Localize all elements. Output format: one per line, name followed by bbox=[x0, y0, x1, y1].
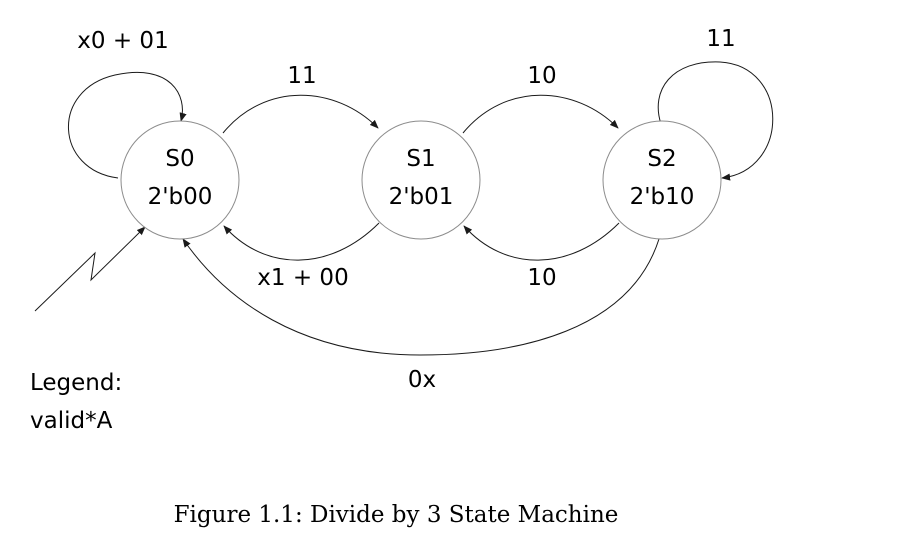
edge-s2-self bbox=[657, 61, 774, 181]
state-s0-name: S0 bbox=[165, 146, 194, 172]
label-s2-to-s1: 10 bbox=[527, 265, 556, 291]
state-s2: S2 2'b10 bbox=[602, 120, 722, 240]
figure-caption: Figure 1.1: Divide by 3 State Machine bbox=[174, 502, 619, 528]
state-s1: S1 2'b01 bbox=[361, 120, 481, 240]
label-s1-to-s2: 10 bbox=[527, 63, 556, 89]
legend-text: valid*A bbox=[30, 408, 113, 434]
edge-s1-to-s2 bbox=[462, 94, 619, 134]
label-s1-to-s0: x1 + 00 bbox=[257, 265, 348, 291]
state-s0: S0 2'b00 bbox=[120, 120, 240, 240]
label-s2-self: 11 bbox=[706, 26, 735, 52]
edge-s1-to-s0 bbox=[223, 222, 380, 261]
state-s1-code: 2'b01 bbox=[389, 184, 454, 210]
legend-title: Legend: bbox=[30, 370, 122, 396]
label-s0-self: x0 + 01 bbox=[77, 28, 168, 54]
state-s2-name: S2 bbox=[647, 146, 676, 172]
label-s2-to-s0: 0x bbox=[408, 367, 436, 393]
edge-s2-to-s0 bbox=[182, 238, 660, 356]
edge-s0-self bbox=[68, 72, 187, 179]
state-s1-name: S1 bbox=[406, 146, 435, 172]
edge-s0-to-s1 bbox=[222, 94, 379, 134]
reset-arrow bbox=[34, 226, 146, 312]
edge-s2-to-s1 bbox=[463, 222, 620, 261]
state-s0-code: 2'b00 bbox=[148, 184, 213, 210]
state-s2-code: 2'b10 bbox=[630, 184, 695, 210]
label-s0-to-s1: 11 bbox=[287, 63, 316, 89]
